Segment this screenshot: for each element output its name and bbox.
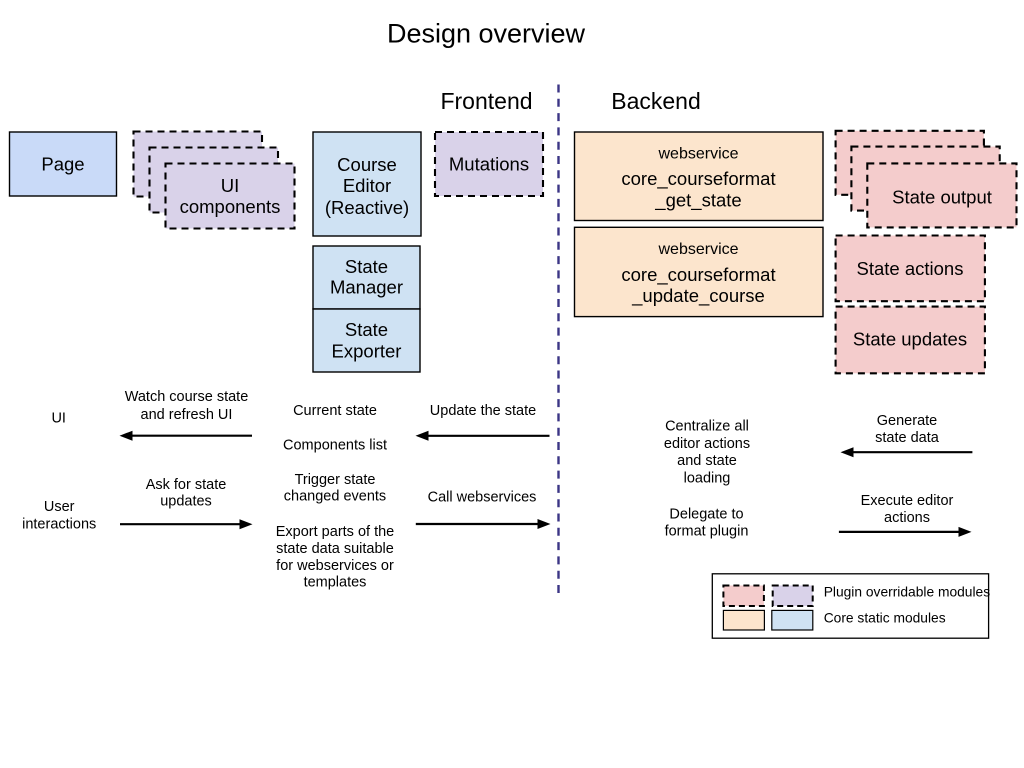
svg-text:Components list: Components list [283, 438, 387, 454]
svg-text:Export parts of the: Export parts of the [276, 524, 394, 540]
svg-text:actions: actions [884, 510, 930, 526]
svg-text:state data: state data [875, 430, 940, 446]
svg-text:changed events: changed events [284, 488, 386, 504]
svg-text:Watch course state: Watch course state [125, 389, 249, 405]
svg-text:State: State [345, 256, 388, 277]
svg-text:state data suitable: state data suitable [276, 541, 394, 557]
svg-text:Centralize all: Centralize all [665, 419, 749, 435]
svg-text:User: User [44, 499, 75, 515]
svg-text:Current state: Current state [293, 403, 377, 419]
svg-text:Trigger state: Trigger state [295, 472, 376, 488]
svg-text:State updates: State updates [853, 329, 967, 350]
svg-text:updates: updates [160, 494, 212, 510]
svg-text:Editor: Editor [343, 175, 391, 196]
svg-text:UI: UI [221, 175, 240, 196]
svg-text:and refresh UI: and refresh UI [141, 407, 233, 423]
svg-text:webservice: webservice [657, 146, 738, 163]
svg-text:Execute editor: Execute editor [861, 493, 954, 509]
svg-text:Update the state: Update the state [430, 403, 536, 419]
svg-text:interactions: interactions [22, 517, 96, 533]
svg-text:Ask for state: Ask for state [146, 477, 227, 493]
svg-text:Generate: Generate [877, 413, 937, 429]
svg-text:and state: and state [677, 453, 737, 469]
svg-text:core_courseformat: core_courseformat [621, 168, 775, 190]
svg-text:components: components [180, 196, 281, 217]
svg-text:Plugin overridable modules: Plugin overridable modules [824, 584, 991, 599]
svg-text:webservice: webservice [657, 241, 738, 258]
svg-text:Course: Course [337, 154, 397, 175]
svg-text:Page: Page [41, 154, 84, 175]
svg-text:Delegate to: Delegate to [669, 507, 743, 523]
svg-text:Design overview: Design overview [387, 19, 586, 49]
svg-text:State: State [345, 319, 388, 340]
svg-text:(Reactive): (Reactive) [325, 197, 409, 218]
svg-text:format plugin: format plugin [665, 524, 749, 540]
svg-text:Call webservices: Call webservices [428, 489, 537, 505]
svg-text:Backend: Backend [611, 88, 701, 114]
svg-text:State actions: State actions [857, 258, 964, 279]
svg-text:Mutations: Mutations [449, 154, 529, 175]
svg-text:_get_state: _get_state [654, 190, 741, 212]
svg-text:Exporter: Exporter [332, 341, 402, 362]
svg-text:Frontend: Frontend [440, 88, 532, 114]
svg-text:core_courseformat: core_courseformat [621, 264, 775, 286]
svg-text:templates: templates [304, 574, 367, 590]
svg-text:for webservices or: for webservices or [276, 558, 394, 574]
svg-text:loading: loading [684, 471, 731, 487]
svg-text:Manager: Manager [330, 277, 403, 298]
svg-text:Core static modules: Core static modules [824, 610, 946, 625]
svg-text:editor actions: editor actions [664, 436, 750, 452]
svg-text:_update_course: _update_course [631, 285, 765, 307]
svg-text:UI: UI [51, 411, 66, 427]
svg-text:State output: State output [892, 186, 992, 207]
